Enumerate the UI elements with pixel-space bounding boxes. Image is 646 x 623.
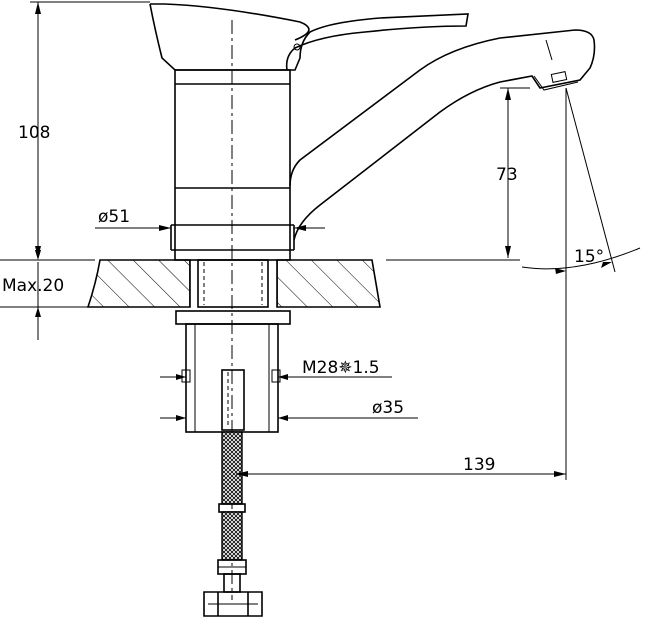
spout (289, 29, 596, 241)
thread-label: M28✵1.5 (302, 358, 380, 378)
spout-reach-label: 139 (463, 455, 495, 475)
dimension-shank-diameter: ø35 (160, 398, 418, 421)
dimension-73: 73 (386, 87, 530, 261)
dimension-angle: 15° (521, 87, 641, 480)
braided-hose (203, 431, 263, 617)
swivel-angle-label: 15° (574, 247, 604, 267)
dimension-108: 108 (18, 1, 150, 258)
base-diameter-label: ø51 (98, 207, 130, 227)
dimension-base-diameter: ø51 (95, 207, 325, 231)
countertop-section (86, 259, 381, 308)
height-total-label: 108 (18, 123, 50, 143)
dimension-139: 139 (236, 455, 566, 477)
max-thickness-label: Max.20 (2, 276, 64, 296)
shank-diameter-label: ø35 (372, 398, 404, 418)
dimension-max-thickness: Max.20 (0, 250, 95, 340)
mounting-assembly (175, 310, 291, 433)
spout-height-label: 73 (496, 165, 518, 185)
dimension-thread: M28✵1.5 (160, 358, 392, 380)
faucet-body (149, 3, 469, 261)
